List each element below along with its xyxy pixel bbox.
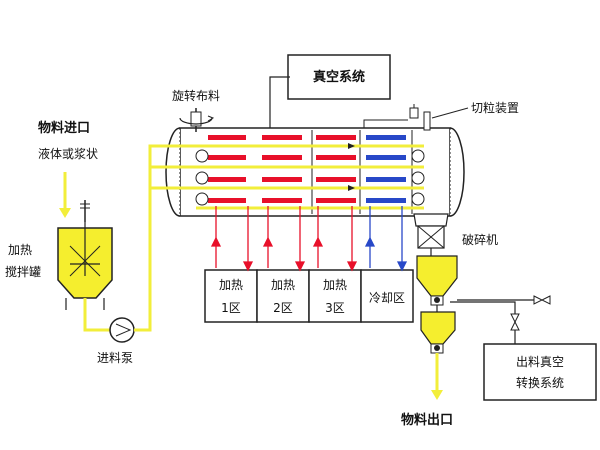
- feed-line-tank-to-pump: [83, 298, 110, 332]
- cooling-zone-box: [360, 269, 414, 323]
- heat-zone-2-label-1: 加热: [271, 278, 295, 292]
- heating-supply-lines: [210, 206, 358, 272]
- conveyor-belts: [196, 144, 424, 210]
- material-inlet-label: 物料进口: [38, 120, 90, 136]
- belt-rollers: [195, 149, 425, 206]
- liquid-or-slurry-label: 液体或浆状: [38, 146, 98, 161]
- heat-zone-3-label-2: 3区: [325, 301, 345, 315]
- rotating-distributor: [179, 108, 215, 132]
- belt-direction-arrows: [348, 143, 355, 191]
- feed-pump-label: 进料泵: [97, 351, 133, 365]
- valve-icon: [533, 295, 551, 305]
- heat-zone-3-box: [308, 269, 362, 323]
- heat-zone-2-box: [256, 269, 310, 323]
- discharge-vacuum-label-2: 转换系统: [516, 375, 564, 390]
- vacuum-line: [269, 76, 290, 128]
- lower-hopper: [420, 305, 456, 354]
- upper-hopper: [416, 255, 458, 306]
- heating-stirred-tank: [57, 200, 113, 310]
- heat-zone-1-box: [204, 269, 258, 323]
- heat-zone-1-label-2: 1区: [221, 301, 241, 315]
- inlet-arrow: [59, 172, 71, 218]
- vacuum-system-label: 真空系统: [313, 69, 365, 85]
- feed-pump: [109, 317, 135, 343]
- vacuum-system-box: [287, 54, 391, 100]
- vacuum-branch-line: [450, 301, 516, 344]
- heat-zone-3-label-1: 加热: [323, 278, 347, 292]
- feed-line-pump-to-dryer: [134, 144, 196, 332]
- cutting-device: [363, 104, 469, 131]
- discharge-vacuum-box: [483, 343, 597, 401]
- crusher: [413, 213, 449, 256]
- heat-zone-2-label-2: 2区: [273, 301, 293, 315]
- cooling-zone-label: 冷却区: [369, 291, 405, 305]
- heating-tank-label-1: 加热: [8, 243, 32, 257]
- heat-zone-1-label-1: 加热: [219, 278, 243, 292]
- material-outlet-label: 物料出口: [401, 412, 453, 428]
- cooling-lines: [364, 206, 408, 272]
- heating-plates: [208, 135, 356, 203]
- cooling-plates: [366, 135, 406, 203]
- valve-icon: [510, 313, 520, 331]
- rotating-distributor-label: 旋转布料: [172, 88, 220, 103]
- outlet-arrow: [431, 353, 443, 400]
- cutting-device-label: 切粒装置: [471, 100, 519, 115]
- discharge-vacuum-label-1: 出料真空: [516, 355, 564, 369]
- crusher-label: 破碎机: [462, 232, 498, 247]
- heating-tank-label-2: 搅拌罐: [5, 264, 41, 279]
